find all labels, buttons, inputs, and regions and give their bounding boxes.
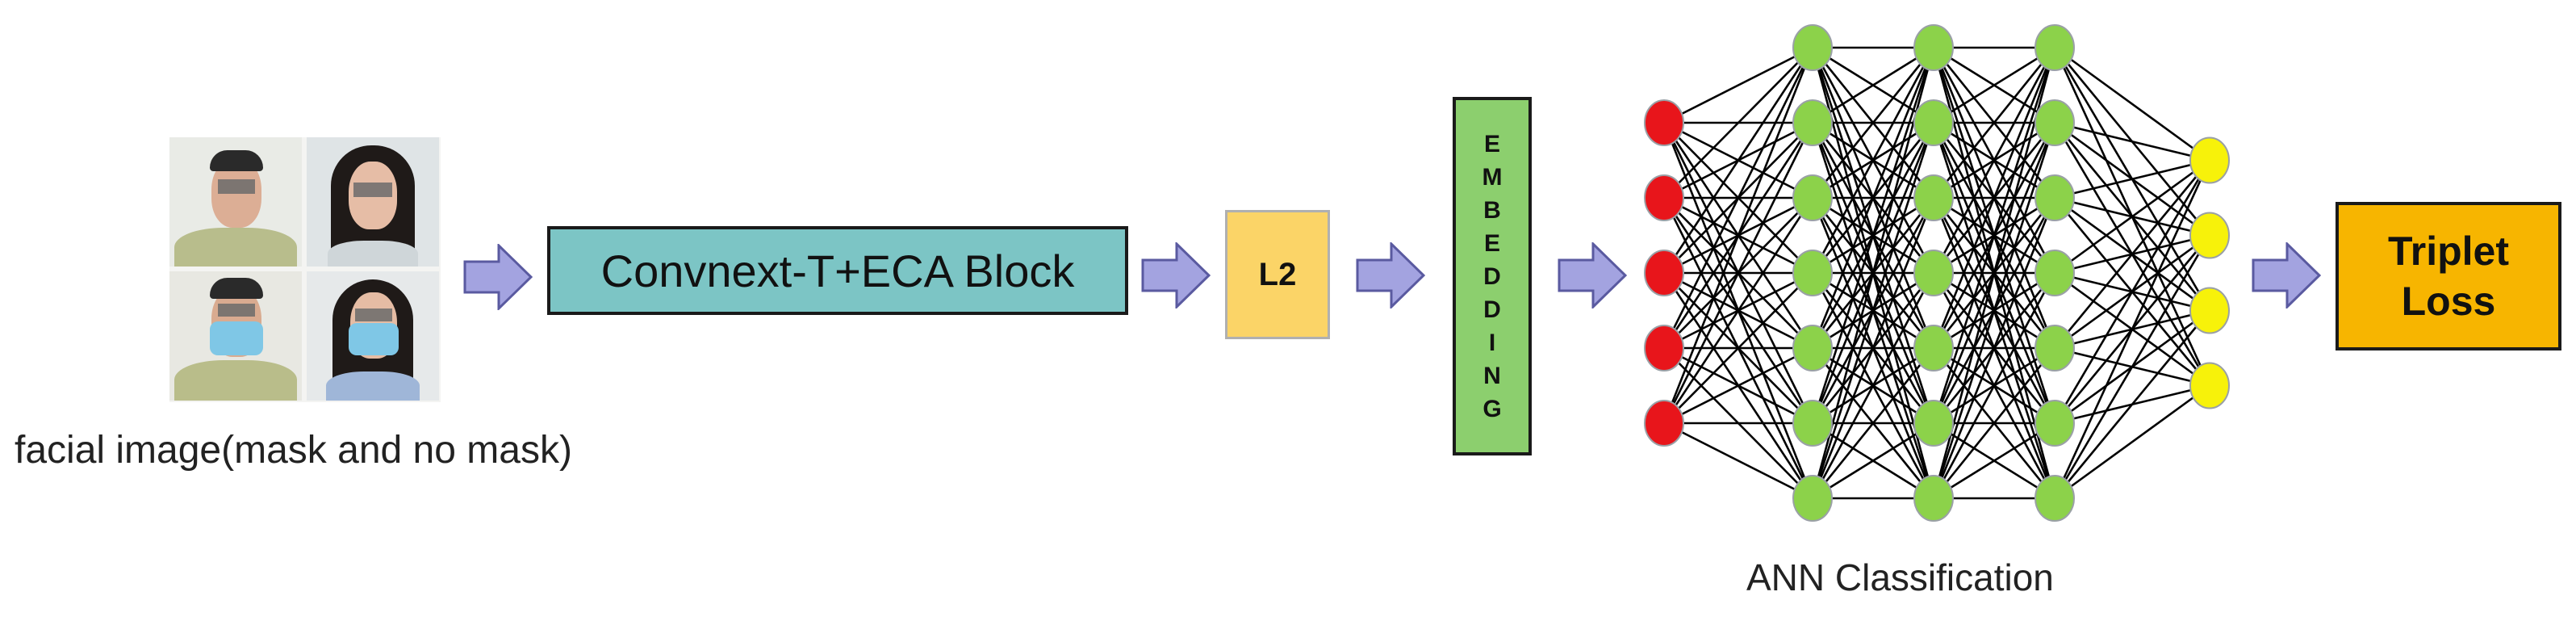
ann-node bbox=[2034, 325, 2075, 371]
ann-node bbox=[2189, 136, 2230, 184]
arrow-right-icon bbox=[463, 244, 533, 310]
ann-node bbox=[1792, 325, 1833, 371]
ann-node bbox=[1644, 325, 1684, 371]
ann-edge bbox=[1812, 422, 1934, 500]
ann-node bbox=[1792, 24, 1833, 71]
ann-edge bbox=[1933, 422, 2055, 500]
ann-node bbox=[1913, 325, 1954, 371]
embedding-letter: M bbox=[1482, 163, 1503, 191]
ann-edge bbox=[1932, 347, 2056, 499]
embedding-block: E M B E D D I N G bbox=[1453, 97, 1532, 455]
ann-node bbox=[1913, 400, 1954, 447]
ann-edge bbox=[1662, 122, 1814, 424]
ann-node bbox=[1792, 475, 1833, 522]
ann-node bbox=[2034, 475, 2075, 522]
ann-node bbox=[1644, 99, 1684, 146]
arrow-right-icon bbox=[1558, 242, 1627, 308]
facial-image-grid bbox=[169, 137, 441, 402]
ann-node bbox=[1913, 24, 1954, 71]
convnext-eca-block: Convnext-T+ECA Block bbox=[547, 226, 1128, 315]
ann-node bbox=[2189, 287, 2230, 334]
ann-node bbox=[1644, 250, 1684, 296]
ann-edge bbox=[2053, 309, 2211, 499]
embedding-letter: B bbox=[1483, 196, 1501, 224]
ann-node bbox=[1644, 400, 1684, 447]
face-man-no-mask bbox=[169, 137, 302, 267]
ann-edge bbox=[1662, 47, 1814, 349]
ann-edge bbox=[2053, 159, 2211, 349]
face-woman-no-mask bbox=[307, 137, 439, 267]
ann-edge bbox=[1811, 347, 1935, 499]
ann-node bbox=[1913, 174, 1954, 221]
ann-node bbox=[2189, 212, 2230, 259]
embedding-letter: G bbox=[1482, 395, 1502, 422]
ann-node bbox=[2034, 99, 2075, 146]
ann-node bbox=[1913, 475, 1954, 522]
embedding-letter: E bbox=[1483, 130, 1500, 157]
ann-node bbox=[1792, 250, 1833, 296]
ann-edge bbox=[1811, 47, 1935, 424]
ann-edge bbox=[1811, 47, 1935, 274]
ann-node bbox=[2034, 250, 2075, 296]
ann-edge bbox=[1811, 47, 1935, 199]
ann-edge bbox=[1932, 47, 2056, 274]
ann-edge bbox=[1932, 47, 2056, 199]
ann-nodes bbox=[1644, 24, 2230, 522]
ann-edge bbox=[2054, 46, 2210, 162]
ann-edge bbox=[1932, 272, 2056, 499]
l2-normalization-block: L2 bbox=[1225, 210, 1330, 339]
ann-node bbox=[2034, 174, 2075, 221]
ann-node bbox=[1792, 174, 1833, 221]
face-woman-mask bbox=[307, 271, 439, 401]
ann-edge bbox=[1932, 122, 2056, 499]
ann-edge bbox=[2054, 159, 2210, 199]
ann-node bbox=[1792, 400, 1833, 447]
ann-node bbox=[1644, 174, 1684, 221]
embedding-letter: N bbox=[1483, 362, 1501, 389]
ann-edge bbox=[1932, 47, 2056, 424]
ann-edge bbox=[1811, 122, 1935, 499]
embedding-letter: E bbox=[1483, 229, 1500, 257]
ann-node bbox=[1913, 250, 1954, 296]
face-man-mask bbox=[169, 271, 302, 401]
ann-edge bbox=[2054, 159, 2210, 275]
ann-edge bbox=[2053, 159, 2211, 499]
ann-edge bbox=[1663, 272, 1813, 424]
arrow-right-icon bbox=[1141, 242, 1211, 308]
ann-edge bbox=[1933, 46, 2055, 124]
ann-edge bbox=[1932, 47, 2056, 349]
embedding-letter: D bbox=[1483, 296, 1501, 323]
ann-node bbox=[1792, 99, 1833, 146]
ann-edge bbox=[1663, 47, 1813, 199]
ann-edge bbox=[1662, 47, 1814, 274]
ann-edge bbox=[2053, 159, 2211, 424]
ann-edge bbox=[1812, 46, 1934, 124]
embedding-letter: D bbox=[1483, 262, 1501, 290]
ann-edge bbox=[1663, 346, 1813, 425]
ann-edge bbox=[2054, 121, 2210, 162]
ann-edge bbox=[2053, 234, 2211, 499]
ann-node bbox=[2189, 362, 2230, 409]
ann-edge bbox=[1811, 272, 1935, 499]
arrow-right-icon bbox=[2252, 242, 2321, 308]
ann-edge bbox=[1932, 197, 2056, 499]
ann-node bbox=[1913, 99, 1954, 146]
input-caption: facial image(mask and no mask) bbox=[15, 429, 572, 472]
ann-classification-label: ANN Classification bbox=[1746, 556, 2054, 598]
ann-edge bbox=[1663, 422, 1813, 500]
embedding-letter: I bbox=[1488, 329, 1496, 356]
triplet-loss-block: Triplet Loss bbox=[2336, 202, 2561, 350]
ann-edge bbox=[1662, 197, 1814, 424]
ann-node bbox=[2034, 24, 2075, 71]
triplet-loss-line2: Loss bbox=[2401, 279, 2496, 324]
ann-edge bbox=[2054, 384, 2210, 500]
ann-node bbox=[2034, 400, 2075, 447]
triplet-loss-line1: Triplet bbox=[2387, 229, 2510, 274]
ann-edge bbox=[1811, 47, 1935, 349]
ann-edge bbox=[1663, 46, 1813, 124]
ann-edge bbox=[1662, 47, 1814, 424]
arrow-right-icon bbox=[1356, 242, 1425, 308]
ann-edge bbox=[1811, 197, 1935, 499]
